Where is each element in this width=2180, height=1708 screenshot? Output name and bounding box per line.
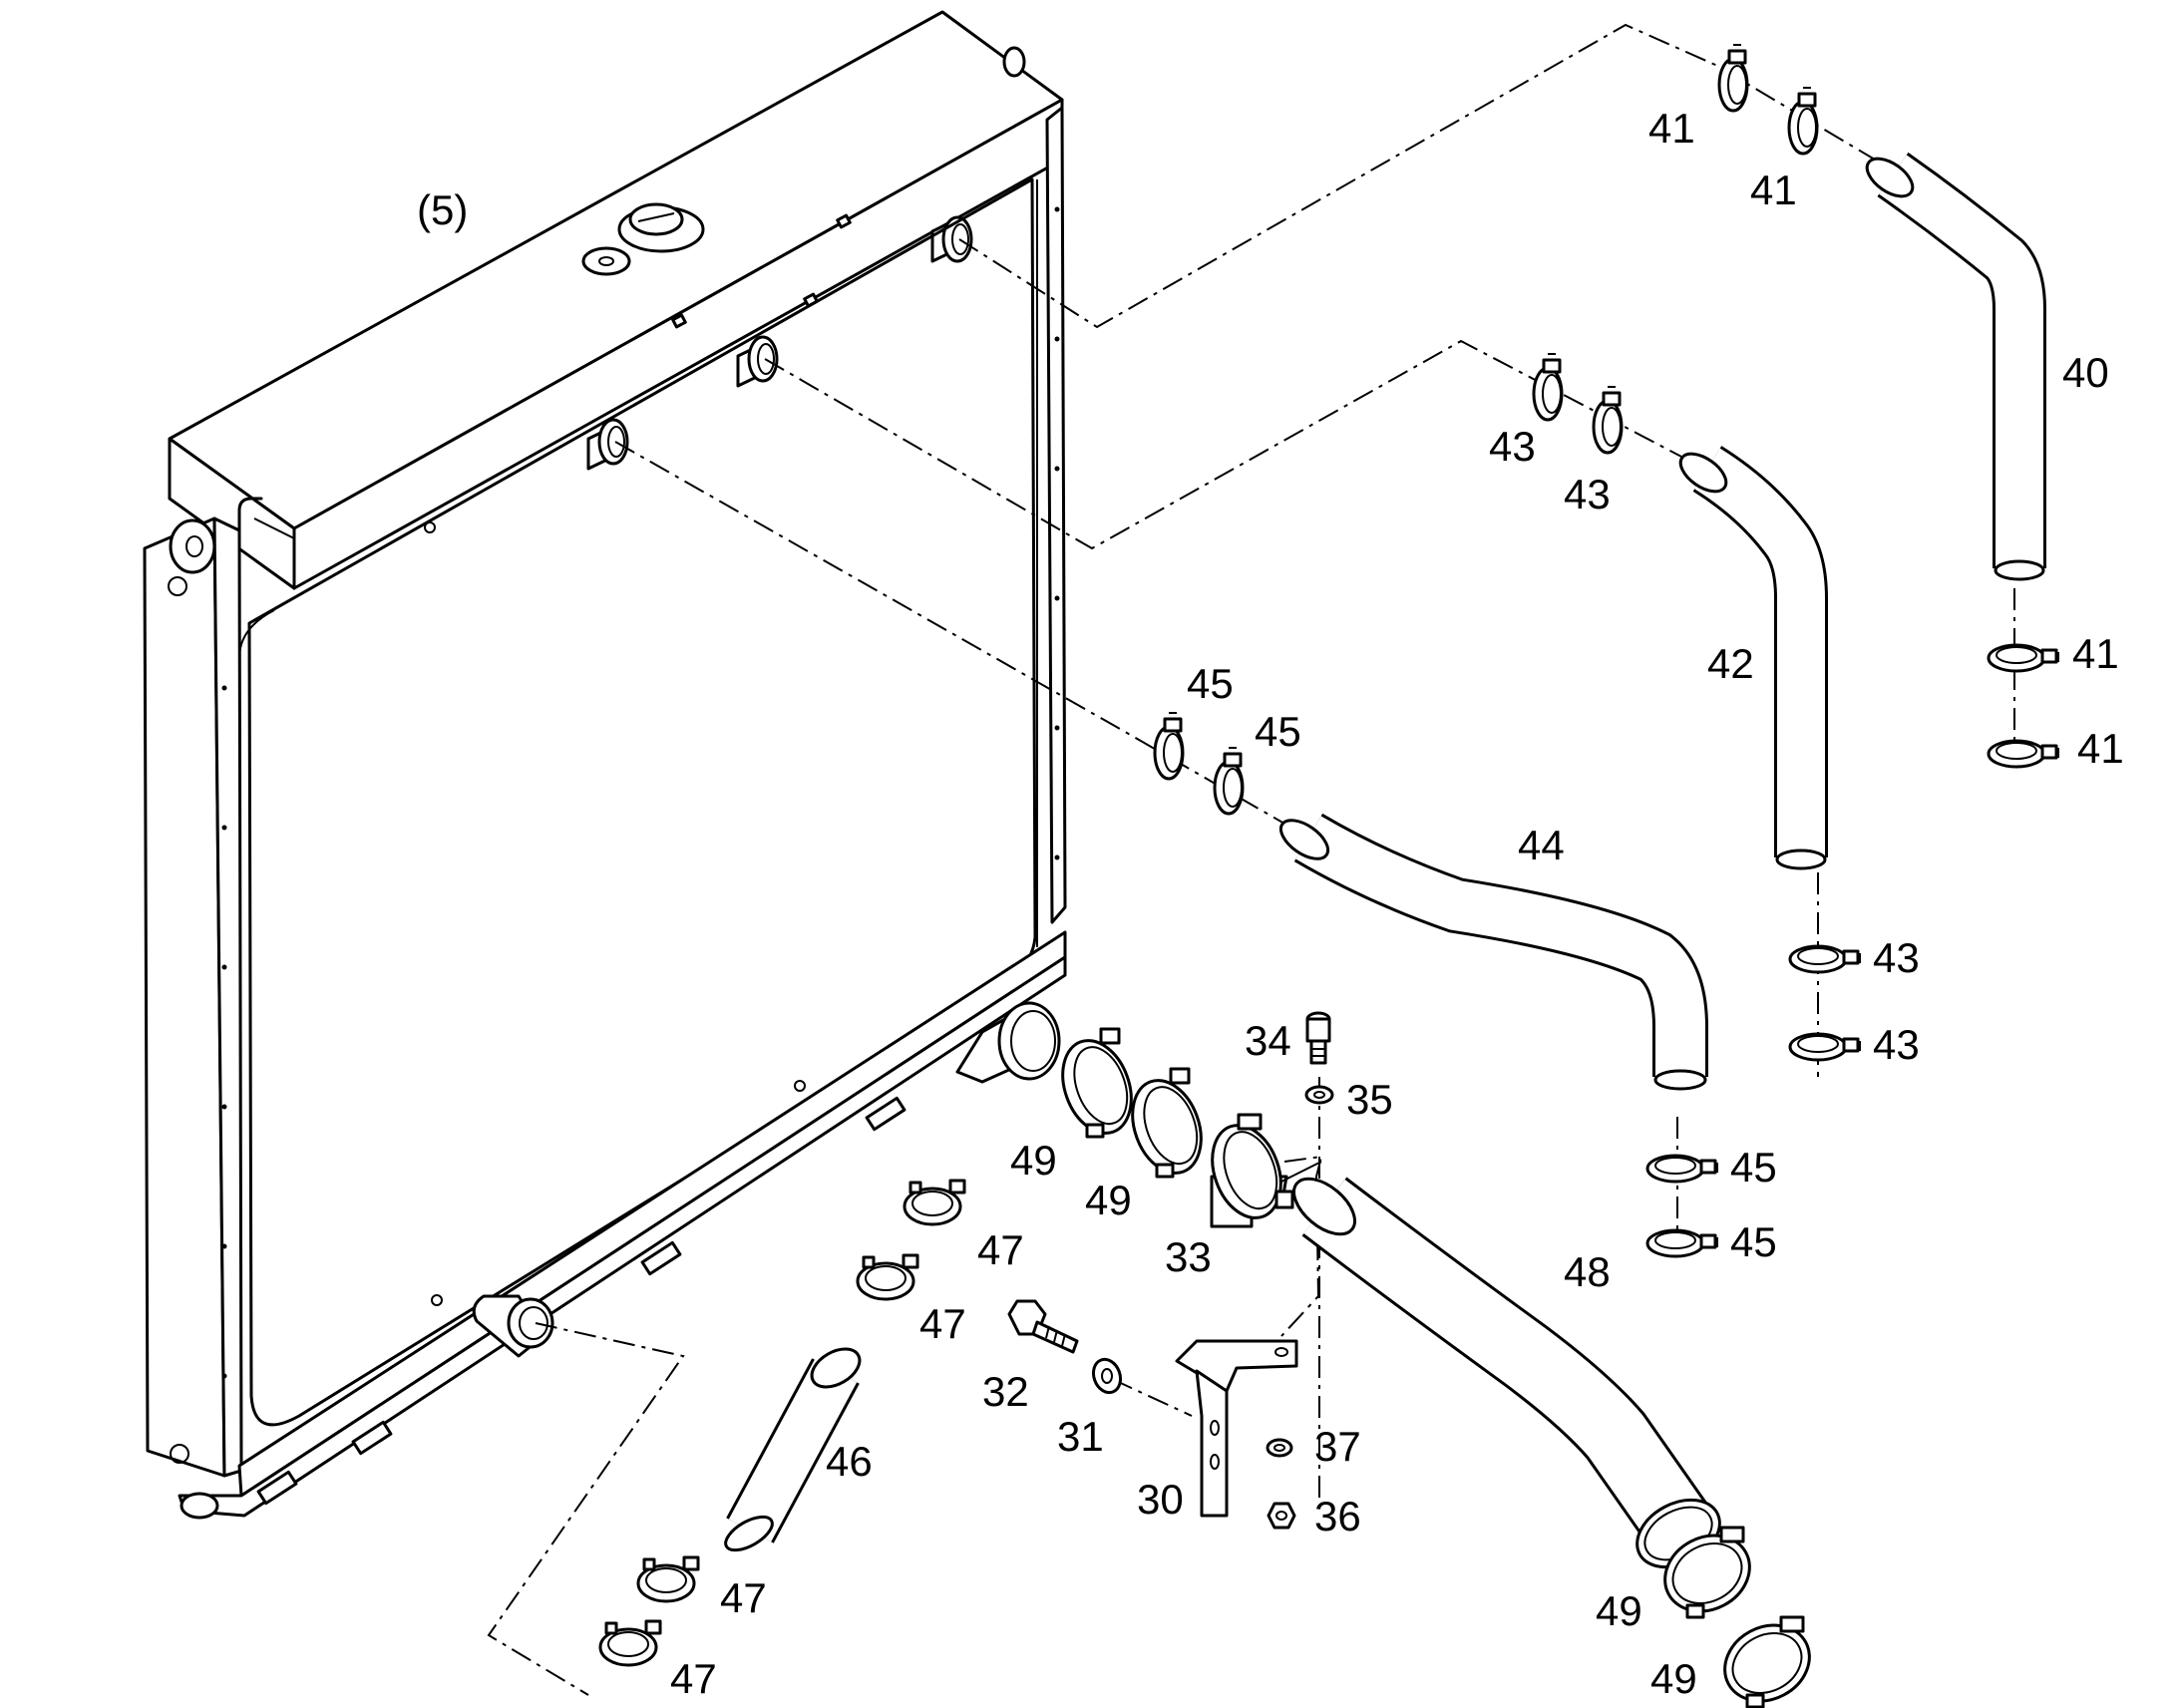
callout-32: 32 [982,1368,1029,1415]
callout-40: 40 [2062,349,2109,396]
callout-45: 45 [1730,1144,1777,1191]
callout-43: 43 [1873,934,1920,981]
callout-48: 48 [1564,1248,1611,1295]
callout-46: 46 [826,1438,873,1485]
radiator-frame [143,106,1067,1520]
hose-clamp-47-a [903,1179,966,1226]
hose-clamp-49-a [1061,1027,1133,1139]
callout-43: 43 [1489,423,1536,470]
hose-clamp-41-b [1787,87,1819,156]
hose-clamp-47-d [598,1619,662,1667]
hose-42 [1678,446,1828,870]
callout-47: 47 [977,1226,1024,1273]
hose-clamp-49-c [1663,1526,1751,1619]
bolt-32 [1007,1299,1079,1354]
hose-clamp-47-c [636,1555,700,1603]
callout-49: 49 [1010,1137,1057,1184]
lower-outlet-large [955,1001,1061,1084]
hose-40 [1865,152,2046,581]
hose-clamp-49-d [1723,1615,1811,1708]
washer-35 [1304,1085,1334,1105]
callout-43: 43 [1873,1021,1920,1068]
callout-42: 42 [1707,640,1754,687]
callout-41: 41 [1750,167,1797,213]
callout-36: 36 [1314,1493,1361,1539]
hose-clamp-41-a [1717,44,1749,113]
hose-clamp-43-a [1532,353,1564,422]
callout-41: 41 [1648,105,1695,152]
callout-30: 30 [1137,1476,1184,1523]
hose-clamp-41-c [1987,643,2059,673]
bolt-34 [1305,1011,1331,1065]
callout-45: 45 [1255,708,1301,755]
hose-clamp-47-b [856,1253,919,1301]
hose-44 [1278,813,1708,1091]
callout-44: 44 [1518,822,1565,868]
hose-clamp-41-d [1987,739,2059,769]
hose-clamp-43-d [1788,1032,1861,1062]
hose-clamp-45-c [1645,1154,1718,1184]
callout-49: 49 [1650,1655,1697,1702]
callout-41: 41 [2072,630,2119,677]
callout-31: 31 [1057,1413,1104,1460]
nut-36 [1267,1502,1296,1530]
filler-cap [581,202,705,276]
upper-outlet-stub-1 [930,215,973,263]
callout-assembly-5: (5) [417,186,468,233]
callout-43: 43 [1564,471,1611,517]
radiator-assembly [143,10,1067,1520]
callout-37: 37 [1314,1423,1361,1470]
callout-49: 49 [1596,1587,1642,1634]
hose-clamp-49-b [1131,1067,1203,1179]
hose-clamp-43-b [1592,386,1624,455]
washer-31 [1091,1357,1123,1395]
callout-45: 45 [1730,1218,1777,1265]
hose-46 [724,1347,862,1552]
hose-clamp-45-b [1213,747,1245,816]
callout-34: 34 [1245,1017,1291,1064]
top-tank [168,10,1064,590]
callout-33: 33 [1165,1233,1212,1280]
callout-49: 49 [1085,1177,1132,1223]
callout-45: 45 [1187,660,1234,707]
hose-clamp-45-a [1153,712,1185,781]
leader-lines [487,23,2015,1696]
callout-35: 35 [1346,1076,1393,1123]
hose-clamp-45-d [1645,1228,1718,1258]
callout-47: 47 [670,1655,717,1702]
bracket-30 [1175,1339,1298,1518]
upper-outlet-stub-3 [586,418,629,471]
lower-outlet-small [472,1294,554,1358]
callout-47: 47 [720,1574,767,1621]
hose-clamp-43-c [1788,944,1861,974]
clamp-33 [1210,1113,1322,1228]
washer-37 [1266,1438,1293,1458]
callout-labels: (5) 41 41 40 41 41 43 43 42 43 43 45 45 … [417,105,2124,1702]
callout-47: 47 [919,1300,966,1347]
callout-41: 41 [2077,725,2124,772]
upper-outlet-stub-2 [736,335,779,388]
